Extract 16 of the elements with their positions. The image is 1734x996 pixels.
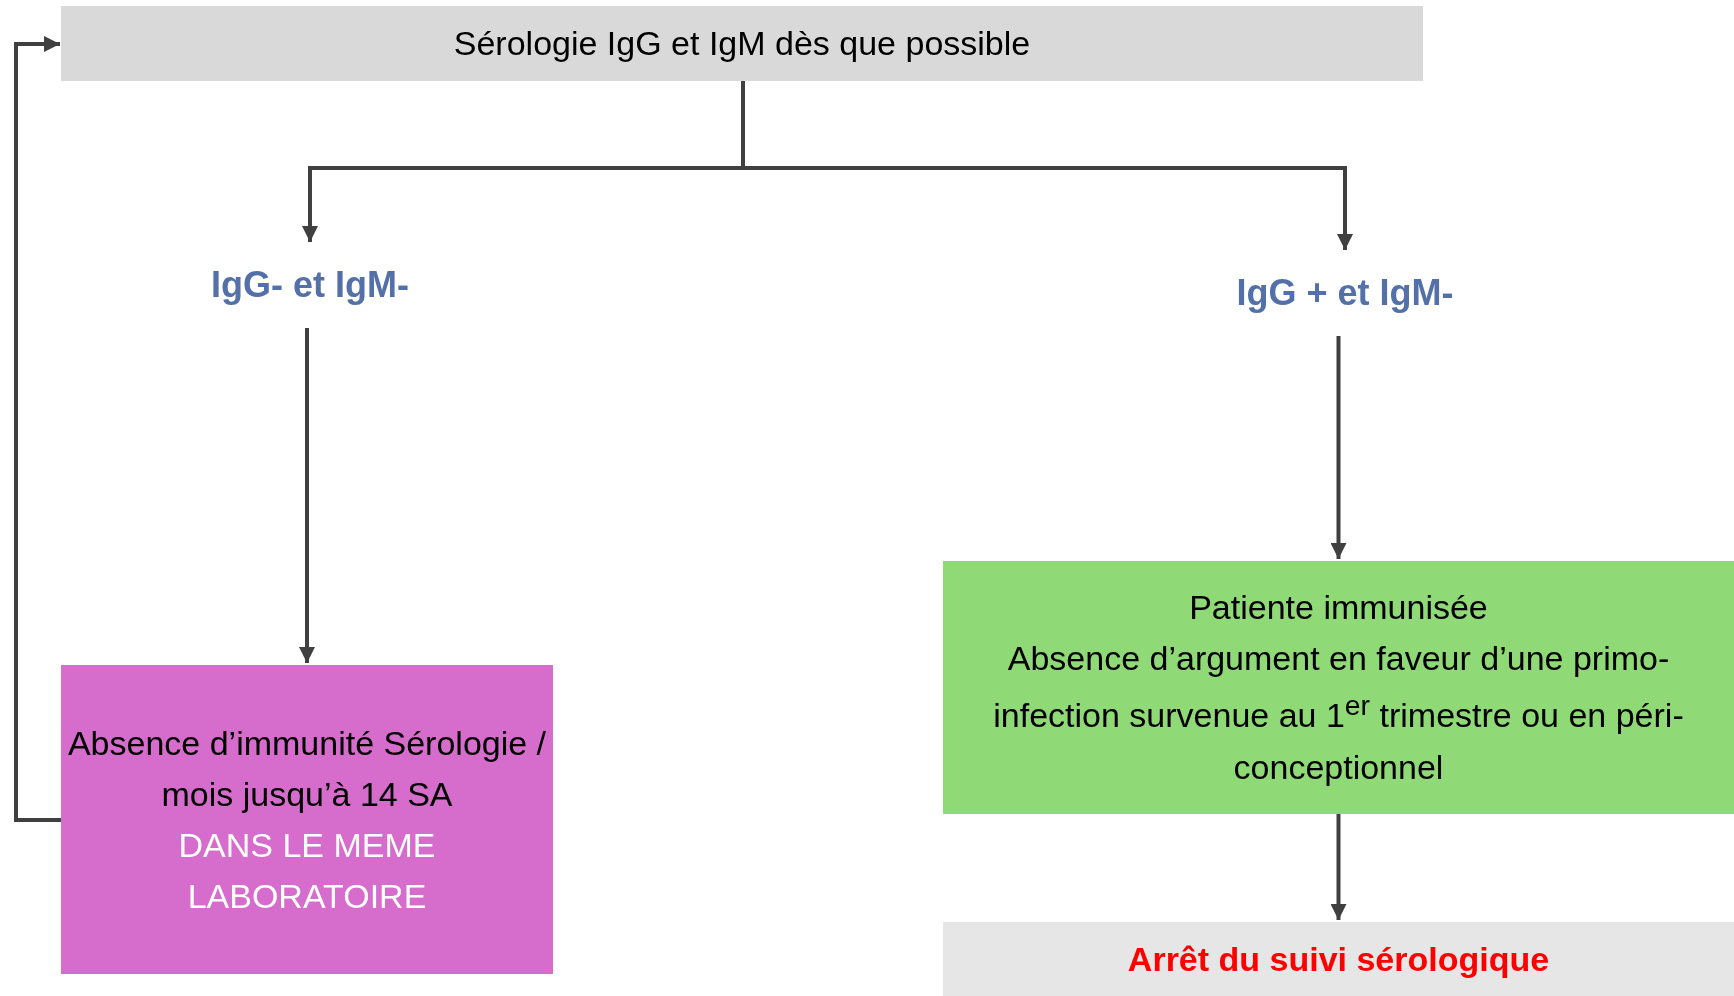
node-text: DANS LE MEME LABORATOIRE	[177, 824, 437, 917]
result-label: IgG + et IgM-	[1235, 271, 1455, 315]
result-label: IgG- et IgM-	[210, 263, 410, 307]
node-text: Patiente immunisée	[1188, 587, 1489, 629]
result-box	[943, 922, 1734, 996]
node-text: Absence d’immunité Sérologie / mois jusqu’à 14 SA	[66, 722, 548, 815]
node-text: Sérologie IgG et IgM dès que possible	[452, 23, 1032, 64]
arrow	[14, 36, 61, 822]
arrow	[1330, 814, 1347, 920]
node-text: Arrêt du suivi sérologique	[1126, 938, 1551, 980]
process-box	[61, 665, 553, 974]
node-text: Absence d’argument en faveur d’une primo-infection survenue au 1$^{er}$ trimestre ou en péri-conceptionnel	[992, 638, 1685, 788]
arrow	[299, 328, 315, 663]
arrow	[1330, 336, 1347, 559]
process-box	[943, 561, 1734, 814]
title-box	[61, 6, 1423, 81]
